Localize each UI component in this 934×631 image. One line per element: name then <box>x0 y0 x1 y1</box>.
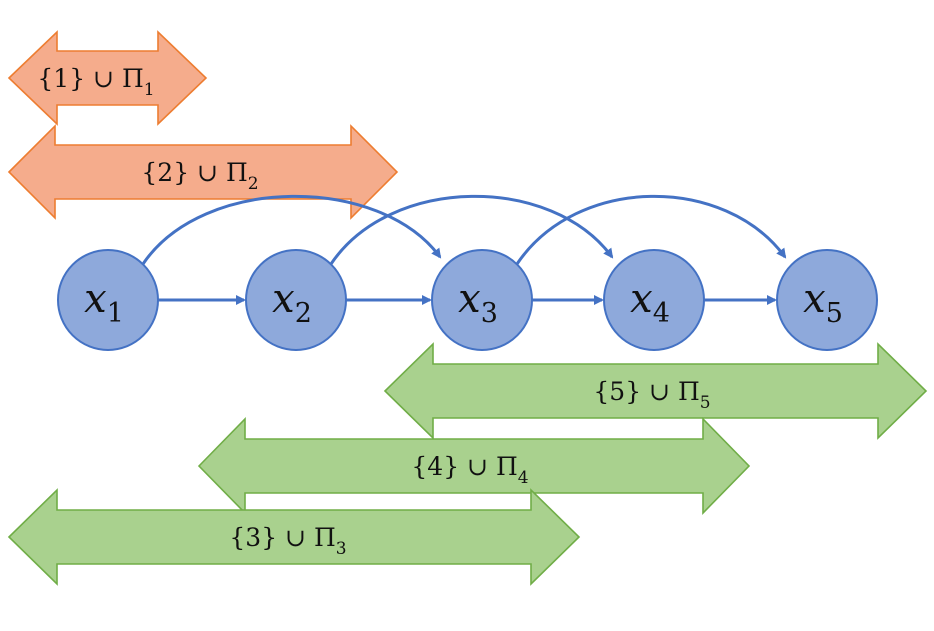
node-label: x2 <box>272 276 312 329</box>
edge-x2-x4 <box>329 194 614 265</box>
node-x5: x5 <box>776 249 878 351</box>
band-double-arrow <box>383 342 928 440</box>
set-band-1: {1} ∪ Π1 <box>7 30 208 126</box>
node-circle <box>245 249 347 351</box>
band-label: {4} ∪ Π4 <box>411 452 528 488</box>
node-x4: x4 <box>603 249 705 351</box>
node-label: x4 <box>630 276 670 329</box>
node-x2: x2 <box>245 249 347 351</box>
set-band-2: {2} ∪ Π2 <box>7 124 399 220</box>
band-label: {3} ∪ Π3 <box>229 523 346 559</box>
band-label: {2} ∪ Π2 <box>141 158 258 194</box>
band-label: {1} ∪ Π1 <box>37 64 154 100</box>
node-x3: x3 <box>431 249 533 351</box>
set-band-5: {5} ∪ Π5 <box>383 342 928 440</box>
node-label: x1 <box>84 276 124 329</box>
edges-layer <box>141 194 787 305</box>
node-circle <box>431 249 533 351</box>
band-double-arrow <box>7 30 208 126</box>
node-x1: x1 <box>57 249 159 351</box>
edge-x1-x3 <box>141 194 442 265</box>
node-label: x3 <box>458 276 498 329</box>
set-band-3: {3} ∪ Π3 <box>7 488 581 586</box>
band-double-arrow <box>7 488 581 586</box>
band-double-arrow <box>197 417 751 515</box>
node-circle <box>603 249 705 351</box>
node-label: x5 <box>803 276 843 329</box>
nodes-layer: x1 x2 x3 x4 x5 <box>57 249 878 351</box>
bands-layer: {1} ∪ Π1 {2} ∪ Π2 {5} ∪ Π5 {4} ∪ Π4 {3} ∪ Π3 <box>7 30 928 586</box>
band-label: {5} ∪ Π5 <box>593 377 710 413</box>
node-circle <box>57 249 159 351</box>
edge-x3-x5 <box>515 194 787 265</box>
node-circle <box>776 249 878 351</box>
set-band-4: {4} ∪ Π4 <box>197 417 751 515</box>
